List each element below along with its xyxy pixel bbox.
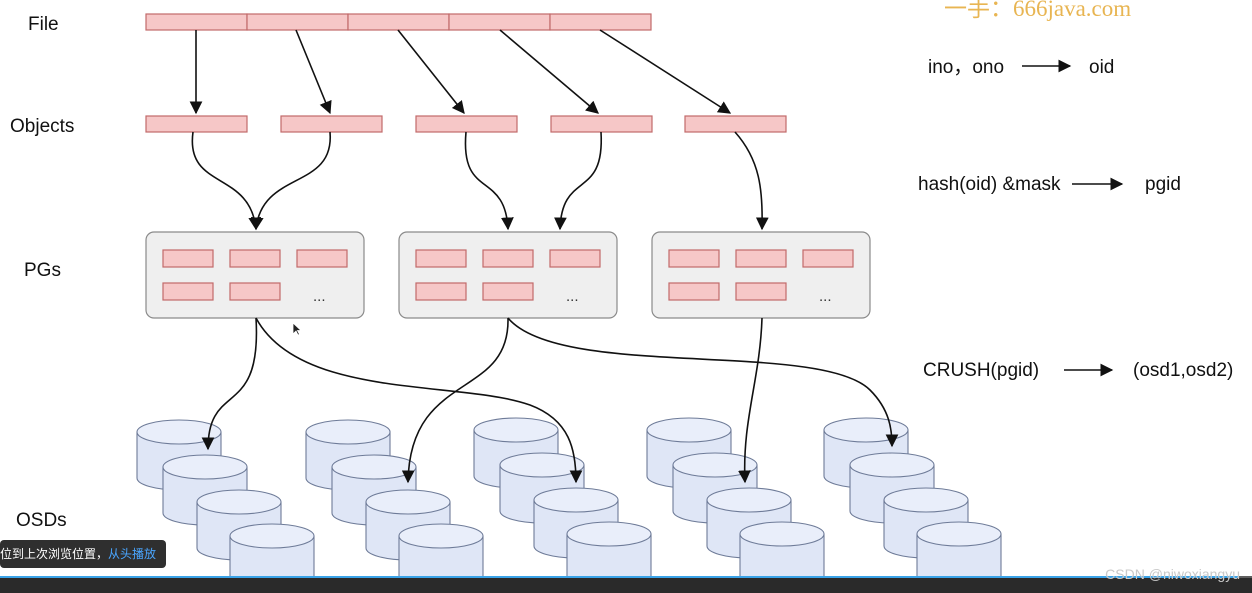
file-segment: [549, 13, 652, 31]
row-label-file: File: [28, 14, 59, 35]
object: [684, 115, 787, 133]
object: [280, 115, 383, 133]
pg-object: [415, 249, 467, 268]
osd-group-2: [305, 419, 484, 593]
arrow: [191, 131, 262, 231]
formula-2: hash(oid) &mask pgid: [918, 174, 1181, 195]
row-label-pgs: PGs: [24, 260, 61, 281]
pg-1: ...: [145, 231, 365, 319]
arrow: [295, 29, 332, 115]
arrow: [499, 29, 599, 114]
formula-3-left: CRUSH(pgid): [923, 360, 1039, 381]
pg-object: [162, 249, 214, 268]
formula-3-right: (osd1,osd2): [1133, 360, 1233, 381]
formula-1-right: oid: [1089, 57, 1114, 78]
pg-object: [549, 249, 601, 268]
player-control-bar: [0, 577, 1252, 593]
arrow: [464, 131, 514, 231]
osd-group-4: [646, 417, 825, 593]
pg-object: [482, 249, 534, 268]
formula-2-left: hash(oid) &mask: [918, 174, 1061, 195]
pg-object: [482, 282, 534, 301]
pg-ellipsis: ...: [313, 288, 326, 305]
row-label-osds: OSDs: [16, 510, 67, 531]
osd-group-3: [473, 417, 652, 593]
arrow: [738, 317, 763, 484]
pg-object: [162, 282, 214, 301]
pg-object: [229, 249, 281, 268]
arrow: [397, 29, 465, 115]
video-progress-bar[interactable]: [0, 576, 1252, 578]
arrow: [250, 131, 331, 231]
arrow: [255, 317, 583, 484]
arrow: [507, 317, 899, 448]
pg-container: [651, 231, 871, 319]
mouse-cursor-icon: [292, 322, 302, 336]
pg-2: ...: [398, 231, 618, 319]
formula-1: ino，ono oid: [928, 57, 1114, 78]
arrow: [734, 131, 769, 231]
pg-object: [735, 282, 787, 301]
pg-object: [415, 282, 467, 301]
pg-ellipsis: ...: [566, 288, 579, 305]
file-segment: [246, 13, 349, 31]
file-bar: [145, 13, 652, 31]
objects-row: [145, 115, 787, 133]
pg-container: [145, 231, 365, 319]
object: [145, 115, 248, 133]
pg-object: [668, 282, 720, 301]
arrow: [401, 317, 509, 484]
csdn-watermark: CSDN @niwoxiangyu: [1105, 566, 1240, 582]
resume-toast: 位到上次浏览位置，从头播放: [0, 540, 167, 568]
file-segment: [448, 13, 551, 31]
arrow: [599, 29, 732, 114]
video-progress-fill: [0, 576, 1240, 578]
pg-3: ...: [651, 231, 871, 319]
object-to-pg-arrows: [191, 131, 769, 231]
pg-ellipsis: ...: [819, 288, 832, 305]
formula-2-right: pgid: [1145, 174, 1181, 195]
arrow: [201, 317, 258, 451]
formula-3: CRUSH(pgid) (osd1,osd2): [923, 360, 1233, 381]
file-to-object-arrows: [189, 29, 732, 115]
arrow: [554, 131, 602, 231]
osd-group-5: [823, 417, 1002, 593]
formula-1-left: ino，ono: [928, 57, 1004, 78]
replay-from-start-link[interactable]: 从头播放: [108, 547, 157, 561]
pg-object: [735, 249, 787, 268]
pg-object: [296, 249, 348, 268]
file-segment: [347, 13, 450, 31]
object: [415, 115, 518, 133]
object: [550, 115, 653, 133]
pg-to-osd-arrows: [201, 317, 899, 484]
row-label-objects: Objects: [10, 116, 74, 137]
pg-object: [668, 249, 720, 268]
file-segment: [145, 13, 248, 31]
pg-container: [398, 231, 618, 319]
pg-object: [229, 282, 281, 301]
pg-object: [802, 249, 854, 268]
site-watermark: 一手：666java.com: [944, 0, 1131, 21]
resume-toast-text: 位到上次浏览位置，: [0, 547, 109, 561]
